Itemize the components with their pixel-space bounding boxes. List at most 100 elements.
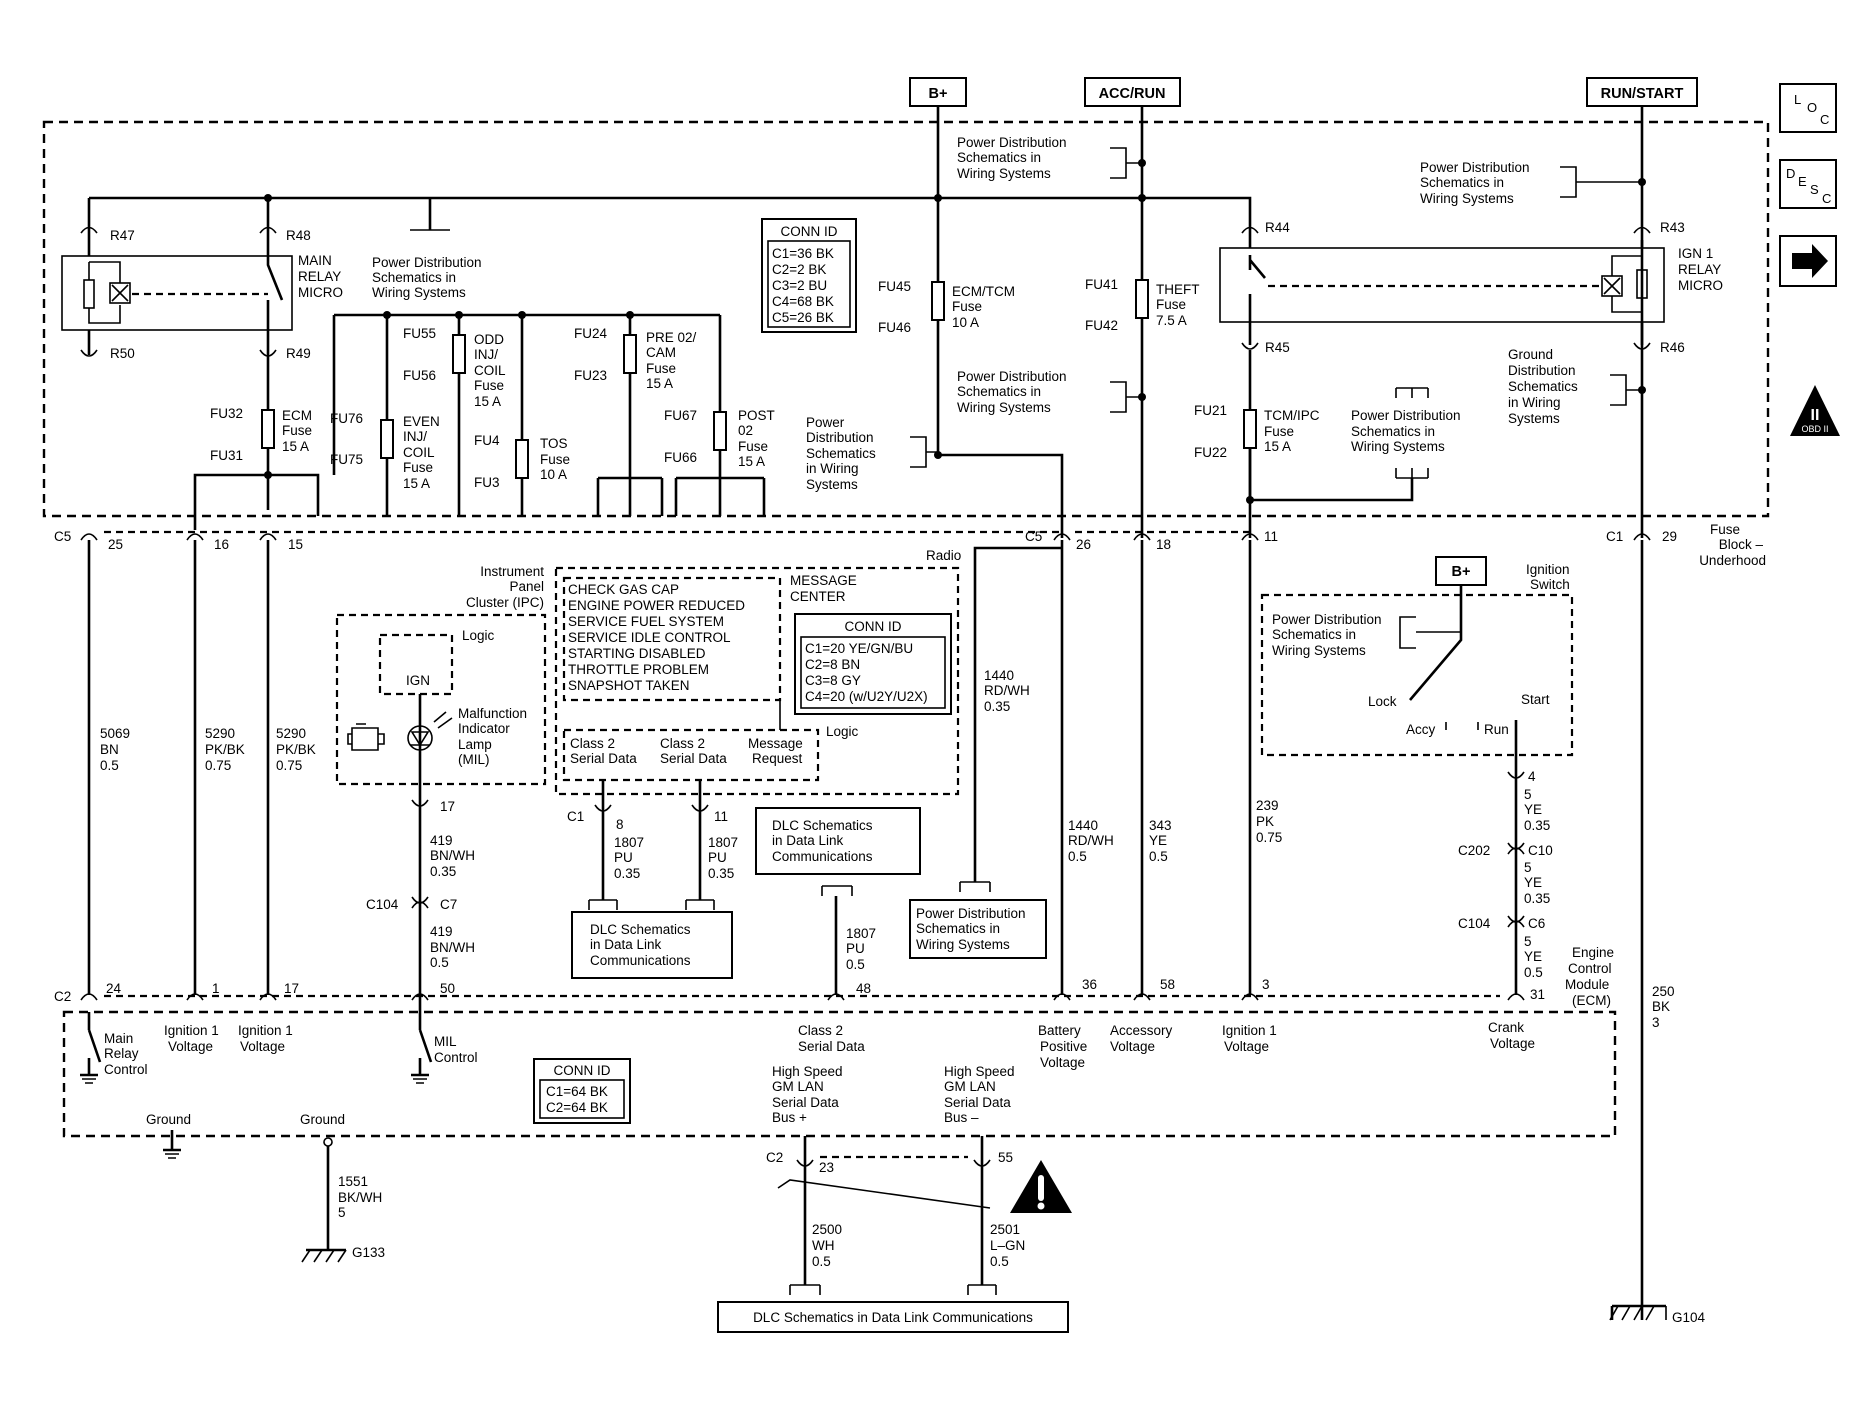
svg-text:15 A: 15 A	[403, 476, 430, 491]
svg-text:16: 16	[214, 537, 229, 552]
svg-text:Logic: Logic	[826, 724, 859, 739]
svg-text:DLC Schematics in Data Link Co: DLC Schematics in Data Link Communicatio…	[753, 1310, 1033, 1325]
svg-text:FU32: FU32	[210, 406, 243, 421]
svg-text:L: L	[1794, 92, 1801, 107]
fuse-pre: FU24 FU23 PRE 02/ CAM Fuse 15 A	[574, 326, 697, 391]
svg-text:Wiring Systems: Wiring Systems	[957, 166, 1051, 181]
wire-1551: 1551 BK/WH 5	[338, 1174, 382, 1220]
lan-conn: C2 23 55	[766, 1150, 1013, 1175]
svg-text:58: 58	[1160, 977, 1175, 992]
source-bplus: B+	[909, 77, 967, 107]
wire-2501: 2501 L–GN 0.5	[990, 1222, 1025, 1269]
svg-text:5: 5	[338, 1205, 346, 1220]
svg-text:17: 17	[440, 799, 455, 814]
svg-text:R43: R43	[1660, 220, 1685, 235]
svg-text:YE: YE	[1524, 875, 1542, 890]
ignition-switch: Ignition Switch Lock Accy Run Start	[1368, 562, 1570, 737]
svg-text:Module: Module	[1565, 977, 1609, 992]
svg-text:C104: C104	[1458, 916, 1491, 931]
svg-text:0.35: 0.35	[708, 866, 734, 881]
loc-icon[interactable]: LOC	[1779, 83, 1837, 133]
svg-text:4: 4	[1528, 769, 1536, 784]
pd-top-mid1: Power Distribution Schematics in Wiring …	[957, 135, 1067, 181]
svg-text:Run: Run	[1484, 722, 1509, 737]
conn-id-ipc: CONN ID C1=20 YE/GN/BU C2=8 BN C3=8 GY C…	[794, 613, 952, 715]
svg-text:Schematics in: Schematics in	[1272, 627, 1356, 642]
svg-text:C1=36 BK: C1=36 BK	[772, 246, 834, 261]
svg-text:23: 23	[819, 1160, 834, 1175]
svg-text:Ignition 1: Ignition 1	[164, 1023, 219, 1038]
svg-text:C2=64 BK: C2=64 BK	[546, 1100, 608, 1115]
svg-text:R48: R48	[286, 228, 311, 243]
fuse-tos: FU4 FU3 TOS Fuse 10 A	[474, 433, 570, 490]
main-relay: R47 R48 R50 R49 MAIN RELAY MICRO	[110, 228, 343, 361]
svg-text:TOS: TOS	[540, 436, 568, 451]
pd-top-right: Power Distribution Schematics in Wiring …	[1420, 160, 1530, 206]
svg-text:BN/WH: BN/WH	[430, 940, 475, 955]
svg-text:O: O	[1807, 100, 1817, 115]
svg-text:FU46: FU46	[878, 320, 911, 335]
svg-text:Fuse: Fuse	[1264, 424, 1294, 439]
svg-text:SNAPSHOT TAKEN: SNAPSHOT TAKEN	[568, 678, 690, 693]
svg-text:C1: C1	[567, 809, 584, 824]
ipc-conn: C1 8 11 17	[440, 799, 728, 832]
svg-text:7.5 A: 7.5 A	[1156, 313, 1187, 328]
svg-text:50: 50	[440, 981, 455, 996]
svg-text:0.5: 0.5	[1524, 965, 1543, 980]
warning-icon	[1010, 1160, 1072, 1213]
svg-text:FU4: FU4	[474, 433, 500, 448]
svg-text:CONN ID: CONN ID	[781, 224, 838, 239]
svg-text:THEFT: THEFT	[1156, 282, 1200, 297]
svg-text:C: C	[1822, 191, 1831, 206]
svg-text:Voltage: Voltage	[240, 1039, 285, 1054]
svg-text:R45: R45	[1265, 340, 1290, 355]
svg-text:Ground: Ground	[300, 1112, 345, 1127]
svg-text:C3=2 BU: C3=2 BU	[772, 278, 827, 293]
svg-text:0.5: 0.5	[430, 955, 449, 970]
conn-id-top: CONN ID C1=36 BK C2=2 BK C3=2 BU C4=68 B…	[761, 218, 857, 333]
svg-text:Engine: Engine	[1572, 945, 1614, 960]
svg-text:1807: 1807	[846, 926, 876, 941]
svg-text:Distribution: Distribution	[806, 430, 874, 445]
svg-text:PK/BK: PK/BK	[276, 742, 316, 757]
svg-text:Bus –: Bus –	[944, 1110, 979, 1125]
wire-1807c: 1807 PU 0.5	[846, 926, 876, 972]
svg-text:0.35: 0.35	[1524, 818, 1550, 833]
arrow-right-icon[interactable]	[1779, 235, 1837, 287]
svg-text:FU66: FU66	[664, 450, 697, 465]
svg-text:10 A: 10 A	[540, 467, 567, 482]
svg-text:Control: Control	[434, 1050, 478, 1065]
wire-5290b: 5290 PK/BK 0.75	[276, 726, 316, 773]
svg-text:Communications: Communications	[590, 953, 691, 968]
svg-text:15: 15	[288, 537, 303, 552]
svg-text:RD/WH: RD/WH	[1068, 833, 1114, 848]
svg-text:B+: B+	[929, 86, 948, 102]
wire-5069: 5069 BN 0.5	[100, 726, 130, 773]
wire-419a: 419 BN/WH 0.35	[430, 833, 475, 879]
svg-text:Schematics: Schematics	[1508, 379, 1578, 394]
svg-text:31: 31	[1530, 987, 1545, 1002]
svg-text:II: II	[1811, 407, 1820, 424]
fuse-odd: FU55 FU56 ODD INJ/ COIL Fuse 15 A	[403, 326, 506, 409]
svg-text:MIL: MIL	[434, 1034, 457, 1049]
source-accrun: ACC/RUN	[1084, 77, 1181, 107]
svg-text:Ignition: Ignition	[1526, 562, 1570, 577]
svg-text:ACC/RUN: ACC/RUN	[1099, 86, 1166, 102]
svg-text:15 A: 15 A	[1264, 439, 1291, 454]
svg-text:0.5: 0.5	[100, 758, 119, 773]
check-engine-icon	[347, 723, 385, 751]
svg-text:R44: R44	[1265, 220, 1290, 235]
svg-text:Switch: Switch	[1530, 577, 1570, 592]
wire-343: 343 YE 0.5	[1149, 818, 1172, 864]
ecm-title: Engine Control Module (ECM)	[1565, 945, 1614, 1008]
svg-text:Voltage: Voltage	[1490, 1036, 1535, 1051]
svg-text:RELAY: RELAY	[298, 269, 341, 284]
svg-text:C2=2 BK: C2=2 BK	[772, 262, 826, 277]
svg-text:1440: 1440	[984, 668, 1014, 683]
svg-text:C2: C2	[766, 1150, 783, 1165]
svg-text:R50: R50	[110, 346, 135, 361]
pd-top-mid2: Power Distribution Schematics in Wiring …	[957, 369, 1067, 415]
svg-text:FU31: FU31	[210, 448, 243, 463]
svg-text:C3=8 GY: C3=8 GY	[805, 673, 861, 688]
